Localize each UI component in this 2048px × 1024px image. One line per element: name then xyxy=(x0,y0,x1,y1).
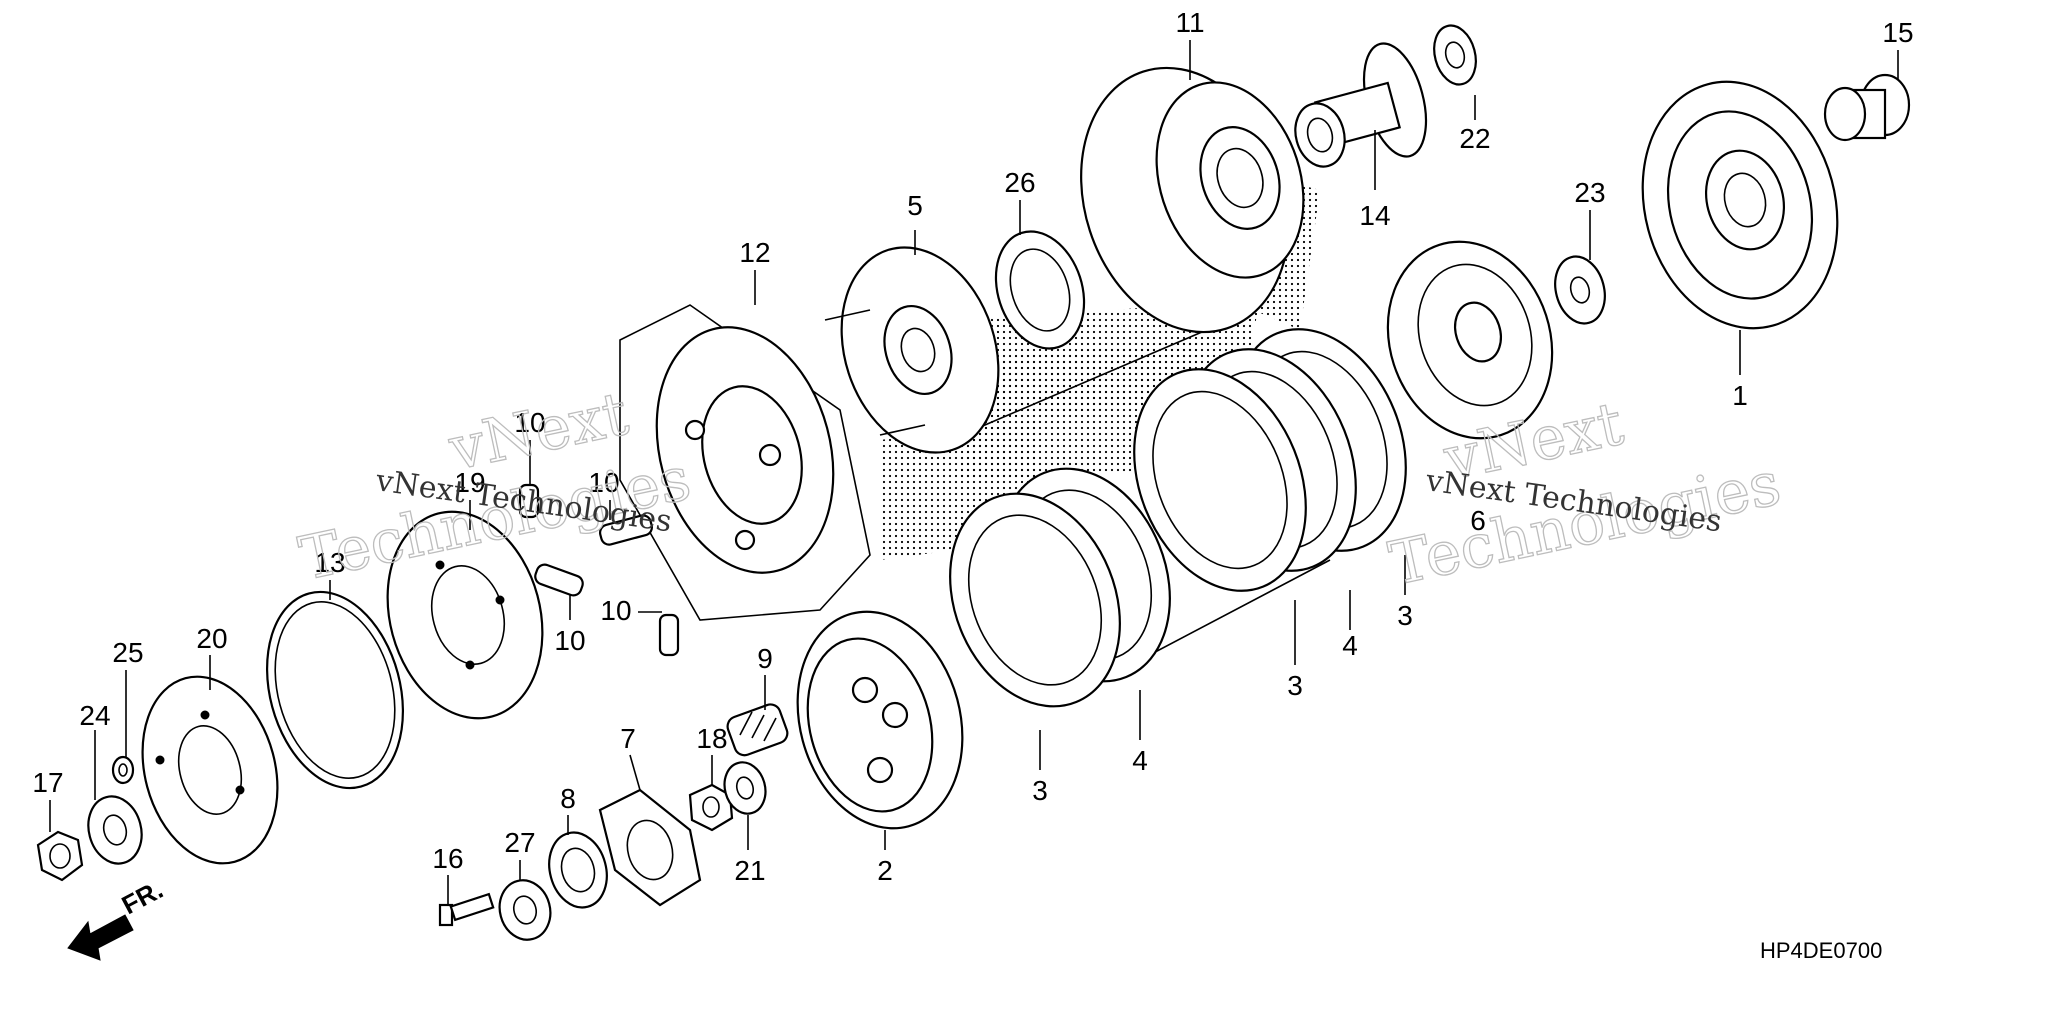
part-16-bolt xyxy=(438,892,495,927)
label-21: 21 xyxy=(734,855,765,886)
label-19: 19 xyxy=(454,467,485,498)
part-5-drive-plate xyxy=(824,246,1000,454)
label-15: 15 xyxy=(1882,17,1913,48)
label-10-d: 10 xyxy=(600,595,631,626)
label-22: 22 xyxy=(1459,123,1490,154)
part-plates-right-stack xyxy=(1133,328,1407,592)
part-13-ring xyxy=(265,590,405,790)
label-5: 5 xyxy=(907,190,923,221)
front-marker-text: FR. xyxy=(117,874,168,920)
part-17-nut xyxy=(36,830,84,882)
part-25-small-washer xyxy=(111,755,135,785)
part-24-washer xyxy=(87,795,143,865)
label-10-b: 10 xyxy=(588,467,619,498)
label-3-left: 3 xyxy=(1032,775,1048,806)
diagram-code: HP4DE0700 xyxy=(1760,938,1882,963)
label-26: 26 xyxy=(1004,167,1035,198)
part-20-plate xyxy=(141,675,279,865)
label-27: 27 xyxy=(504,827,535,858)
part-7-lifter-plate xyxy=(598,788,702,907)
leader-lines xyxy=(49,40,1899,905)
part-27-bearing xyxy=(498,879,552,941)
label-25: 25 xyxy=(112,637,143,668)
label-24: 24 xyxy=(79,700,110,731)
part-1-clutch-outer xyxy=(1641,80,1839,330)
part-6-pressure-plate xyxy=(1386,240,1554,440)
front-arrow-icon xyxy=(67,914,134,961)
part-plates-left-stack xyxy=(949,467,1171,708)
label-23: 23 xyxy=(1574,177,1605,208)
part-9-spring xyxy=(726,703,789,757)
part-26-one-way-clutch xyxy=(994,230,1086,350)
label-10-c: 10 xyxy=(554,625,585,656)
part-23-washer xyxy=(1554,255,1606,325)
part-11-clutch-drum xyxy=(1080,66,1305,334)
label-1: 1 xyxy=(1732,380,1748,411)
part-8-seal xyxy=(548,831,608,909)
label-14: 14 xyxy=(1359,200,1390,231)
part-12-weight-assembly xyxy=(619,304,871,621)
label-2: 2 xyxy=(877,855,893,886)
part-22-washer xyxy=(1433,24,1477,86)
part-15-collar xyxy=(1823,73,1911,142)
label-3-right: 3 xyxy=(1397,600,1413,631)
label-9: 9 xyxy=(757,643,773,674)
label-8: 8 xyxy=(560,783,576,814)
part-10-springs xyxy=(518,483,680,657)
part-19-plate xyxy=(386,510,544,720)
label-4-right: 4 xyxy=(1342,630,1358,661)
label-13: 13 xyxy=(314,547,345,578)
label-16: 16 xyxy=(432,843,463,874)
part-2-primary-gear xyxy=(796,610,964,830)
label-6: 6 xyxy=(1470,505,1486,536)
label-7: 7 xyxy=(620,723,636,754)
label-10-a: 10 xyxy=(514,407,545,438)
front-direction-arrow: FR. xyxy=(67,874,168,961)
label-18: 18 xyxy=(696,723,727,754)
label-12: 12 xyxy=(739,237,770,268)
part-21-washer xyxy=(723,761,767,815)
label-3-mid: 3 xyxy=(1287,670,1303,701)
label-11: 11 xyxy=(1175,7,1204,38)
assembly-guide-lines xyxy=(949,319,1331,661)
label-20: 20 xyxy=(196,623,227,654)
label-17: 17 xyxy=(32,767,63,798)
part-labels: 1 2 3 3 3 4 4 5 6 7 8 9 10 10 10 10 11 1… xyxy=(32,7,1913,886)
label-4-left: 4 xyxy=(1132,745,1148,776)
part-14-gear-shaft xyxy=(1294,42,1428,168)
